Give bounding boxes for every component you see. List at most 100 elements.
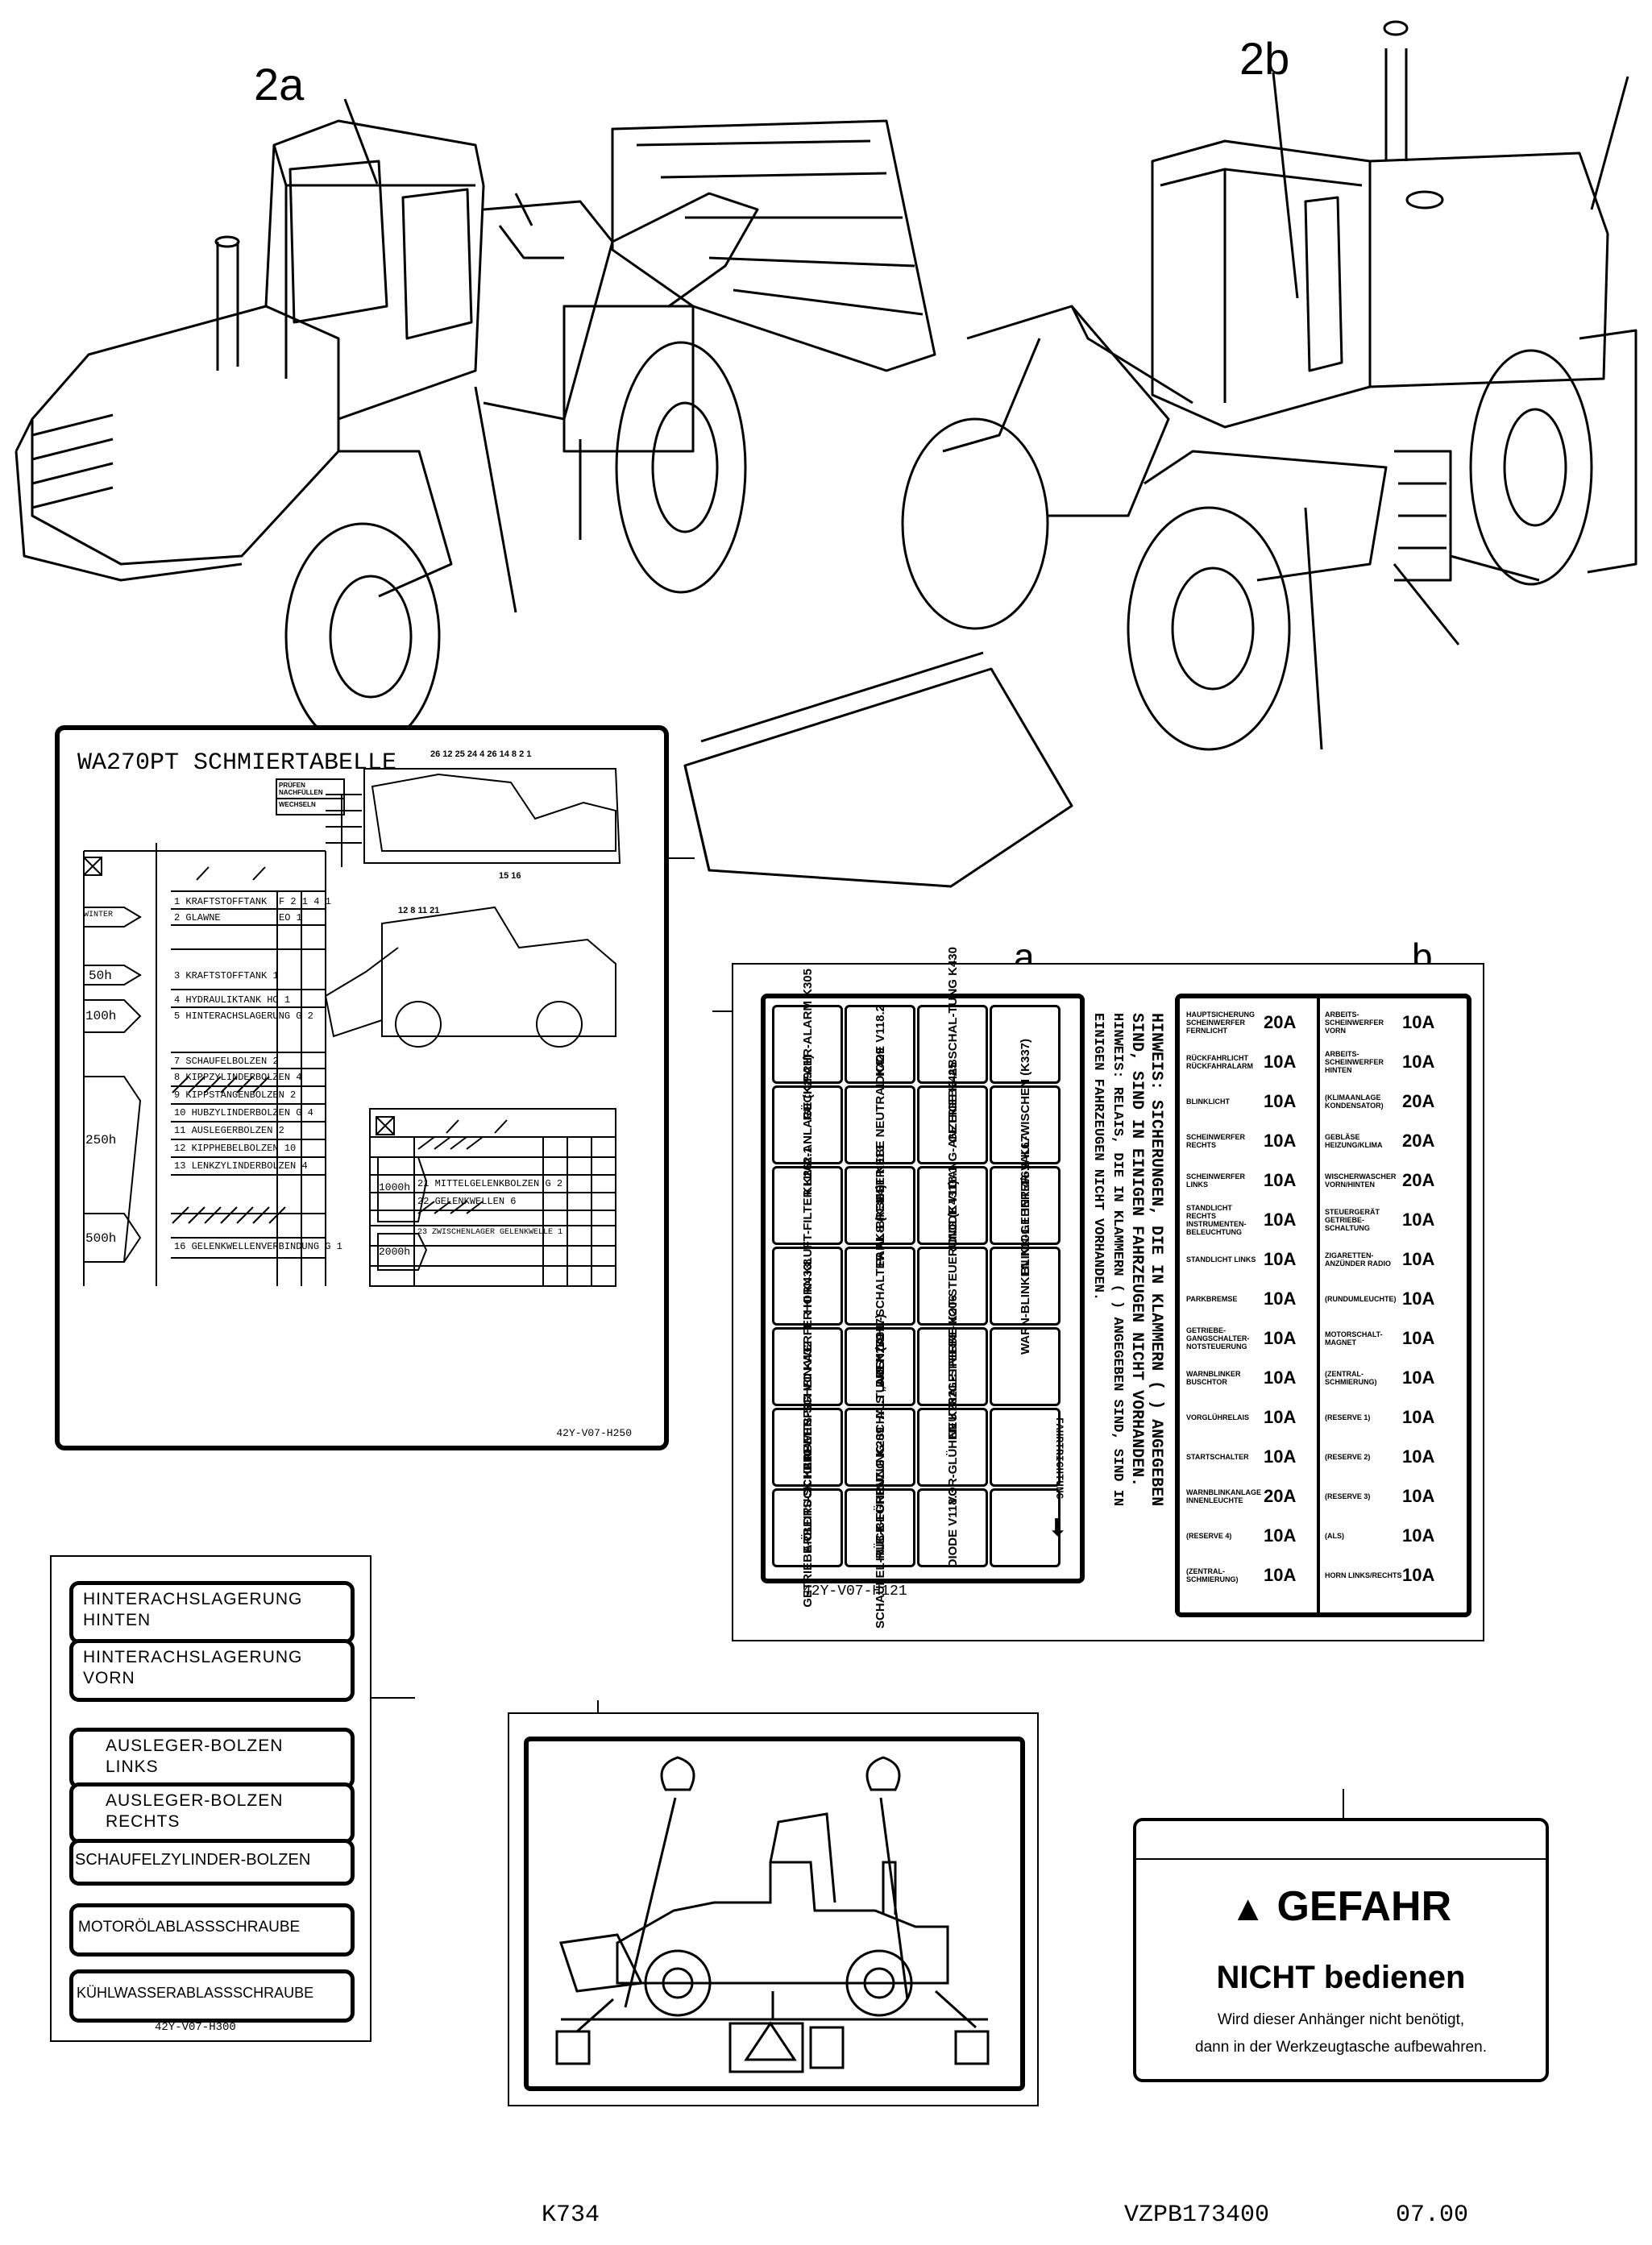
mid-position-numbers: 12 8 11 21 <box>398 906 440 915</box>
footer-date: 07.00 <box>1396 2201 1469 2229</box>
lube-row: EO 1 <box>279 912 302 923</box>
lube-row: 12 KIPPHEBELBOLZEN 10 <box>174 1143 297 1154</box>
plate-ausleger-links: AUSLEGER-BOLZEN LINKS <box>69 1728 355 1789</box>
fuse-row-right: (RESERVE 2)10A <box>1325 1446 1435 1467</box>
fuse-label-code: 42Y-V07-H121 <box>803 1583 907 1600</box>
wheel-loader-illustration <box>15 20 1637 888</box>
relay-cell: GETRIEBE NEUTRAL K429 <box>845 1048 915 1202</box>
relay-cell: VOR-GLÜHEN K282 <box>917 1391 988 1504</box>
plates-code: 42Y-V07-H300 <box>155 2021 236 2034</box>
relay-cell: PARK-BREMSE K313 <box>845 1145 915 1266</box>
relay-note: HINWEIS: RELAIS, DIE IN KLAMMERN ( ) ANG… <box>1090 1013 1125 1507</box>
callout-2a: 2a <box>254 59 305 110</box>
lube-row: 1 KRAFTSTOFFTANK <box>174 896 268 907</box>
danger-line-3: dann in der Werkzeugtasche aufbewahren. <box>1195 2039 1487 2056</box>
relay-cell: WARN-BLINKEN K101.1 <box>990 1218 1061 1355</box>
fuse-row-left: (RESERVE 4)10A <box>1186 1525 1297 1546</box>
danger-line-2: Wird dieser Anhänger nicht benötigt, <box>1217 2011 1465 2028</box>
fuse-row-right: (KLIMAANLAGE KONDENSATOR)20A <box>1325 1091 1435 1111</box>
lifting-point-pictogram <box>508 1712 1039 2106</box>
lube-row: 9 KIPPSTANGENBOLZEN 2 <box>174 1089 297 1101</box>
lube-row: 2 GLAWNE <box>174 912 221 923</box>
lube-row: F 2 1 4 1 <box>279 896 331 907</box>
callout-2b: 2b <box>1239 33 1290 84</box>
relay-cell: ALS „AUS“ (K317) <box>845 1314 915 1419</box>
interval-1000h: 1000h <box>379 1181 411 1193</box>
interval-2000h: 2000h <box>379 1246 411 1258</box>
plate-kuehlwasser: KÜHLWASSERABLASSSCHRAUBE <box>69 1969 355 2023</box>
arrow-down-icon: ⬇ <box>1048 1515 1069 1542</box>
relay-cell: BLINK-GEBER 4/6.1 K67 <box>990 1135 1061 1276</box>
relay-cell <box>990 1327 1061 1406</box>
lube-row: 10 HUBZYLINDERBOLZEN G 4 <box>174 1107 313 1118</box>
relay-cell: GETRIEBE-ABSCHAL-TUNG K430 <box>917 947 988 1142</box>
bot-position-numbers: 15 16 <box>499 871 521 881</box>
danger-heading: ▲GEFAHR <box>1230 1883 1452 1930</box>
fuse-row-right: (RUNDUMLEUCHTE)10A <box>1325 1288 1435 1309</box>
direction-label: FAHRTRICHTUNG <box>1053 1417 1065 1500</box>
interval-500h: 500h <box>85 1231 117 1246</box>
fuse-row-left: (ZENTRAL-SCHMIERUNG)10A <box>1186 1565 1297 1585</box>
lube-row: 7 SCHAUFELBOLZEN 2 <box>174 1056 279 1067</box>
relay-cell: GETRIEBE-ÖLDRUCK K310 <box>772 1449 843 1607</box>
relay-cell: NEUTRAL-SPERRE K206 <box>917 1295 988 1438</box>
legend-box: PRÜFEN NACHFÜLLEN WECHSELN <box>276 778 345 815</box>
interval-250h: 250h <box>85 1133 117 1147</box>
fuse-row-right: (ALS)10A <box>1325 1525 1435 1546</box>
fuse-row-left: STANDLICHT RECHTS INSTRUMENTEN-BELEUCHTU… <box>1186 1204 1297 1236</box>
relay-cell: DREHZAHL-SCHALTER ALS (K314) <box>845 1185 915 1388</box>
relay-cell: HUB-BEGRENZUNG-SCHALTUNG K139 <box>845 1334 915 1561</box>
interval-100h: 100h <box>85 1009 117 1023</box>
relay-cell <box>990 1408 1061 1487</box>
lubrication-chart-label: WA270PT SCHMIERTABELLE PRÜFEN NACHFÜLLEN… <box>55 725 669 1450</box>
lube-row: 5 HINTERACHSLAGERUNG G 2 <box>174 1010 313 1022</box>
footer-part-number: VZPB173400 <box>1124 2201 1270 2229</box>
warning-triangle-icon: ▲ <box>1230 1889 1266 1928</box>
footer-figure-number: K734 <box>542 2201 600 2229</box>
lubrication-chart-title: WA270PT SCHMIERTABELLE <box>77 749 397 777</box>
relay-cell: SCHAUFEL-RÜCK-FÜHRUNG K209 <box>845 1427 915 1629</box>
loader-pictogram-icon <box>555 1756 990 2073</box>
lube-row: 8 KIPPZYLINDERBOLZEN 4 <box>174 1072 302 1083</box>
relay-cell: GANG-ANZEIGE K425 <box>917 1062 988 1188</box>
relay-cell: RÜCK-FAHR-ALARM K305 <box>772 969 843 1120</box>
lube-row: 13 LENKZYLINDERBOLZEN 4 <box>174 1160 308 1172</box>
plate-schaufelzylinder: SCHAUFELZYLINDER-BOLZEN <box>69 1839 355 1886</box>
interval-winter: WINTER <box>84 911 114 919</box>
relay-cell: DIODE V118.2 <box>845 1005 915 1084</box>
lube-row: 21 MITTELGELENKBOLZEN G 2 <box>417 1178 563 1189</box>
lubrication-diagram <box>83 768 621 1287</box>
relay-cell: GETRIEBE-NOT-STEUERUNG (K431) <box>917 1181 988 1392</box>
fuse-row-right: (ZENTRAL-SCHMIERUNG)10A <box>1325 1367 1435 1388</box>
lube-row: 3 KRAFTSTOFFTANK 1 <box>174 970 279 981</box>
relay-cell: ARBEITS-SCHEIN-WERFER HI K433 <box>772 1264 843 1470</box>
danger-line-1: NICHT bedienen <box>1216 1960 1466 1995</box>
fuse-row-right: (RESERVE 3)10A <box>1325 1486 1435 1506</box>
fuse-row-right: (RESERVE 1)10A <box>1325 1407 1435 1427</box>
interval-50h: 50h <box>89 969 112 983</box>
lube-row: 4 HYDRAULIKTANK HO 1 <box>174 994 291 1006</box>
relay-cell: DIODE V118.3 <box>917 1488 988 1567</box>
relay-cell: DIODE V118.1 <box>917 1166 988 1245</box>
lube-row: 23 ZWISCHENLAGER GELENKWELLE 1 <box>417 1228 563 1237</box>
relay-cell: KLIMA-ANLAGE (K2921) <box>772 1055 843 1195</box>
